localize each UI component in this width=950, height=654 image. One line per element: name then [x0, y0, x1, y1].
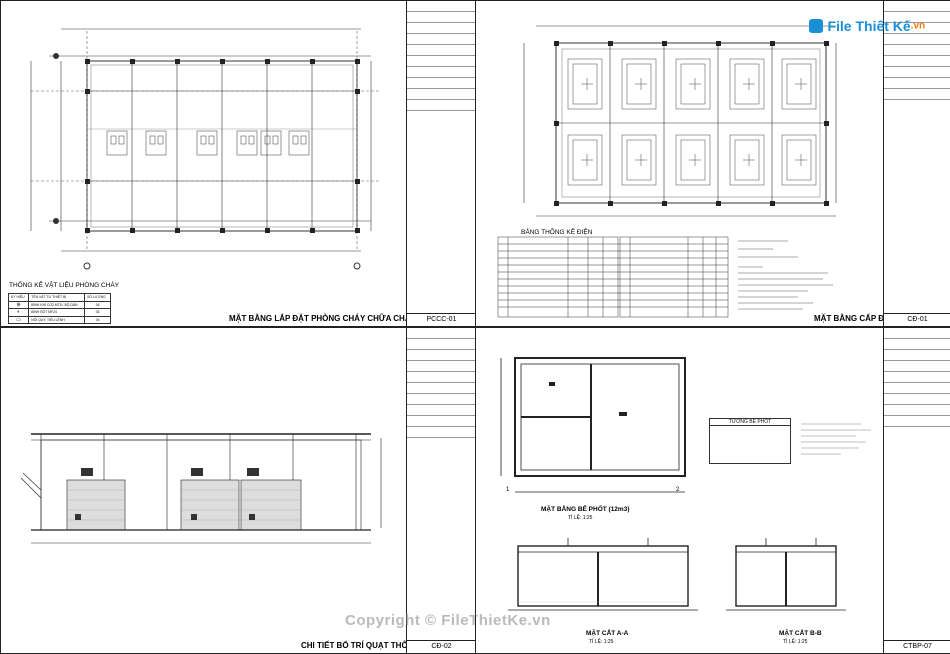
fire-title-block: PCCC-01: [406, 1, 476, 326]
sheet-electrical: BẢNG THỐNG KÊ ĐIỆN MẶT BẰNG CẤP ĐIỆN CĐ-…: [475, 0, 950, 327]
table-cell: NỘI QUY, TIÊU LỆNH: [28, 315, 86, 324]
fire-drawing-code: PCCC-01: [407, 313, 476, 323]
elec-title-block: CĐ-01: [883, 1, 950, 326]
sheet-septic-tank: 1 2 MẶT BẰNG BỂ PHỐT (12m3) TỈ LỆ: 1:25 …: [475, 327, 950, 654]
axis-2-label: 2: [676, 487, 680, 493]
wc-drawing-code: CĐ-02: [407, 640, 476, 650]
section-a-title: MẶT CẮT A-A: [586, 630, 629, 637]
elec-sheet-title: MẶT BẰNG CẤP ĐIỆN: [814, 314, 898, 323]
septic-plan-drawing: [500, 357, 686, 493]
sheet-fire-protection: THỐNG KÊ VẬT LIỆU PHÒNG CHÁY KÝ HIỆU TÊN…: [0, 0, 476, 327]
table-header: KÝ HIỆU: [7, 293, 30, 302]
septic-drawing-code: CTBP-07: [884, 640, 950, 650]
section-a-scale: TỈ LỆ: 1:25: [589, 639, 614, 645]
table-cell: 04: [84, 308, 111, 317]
fire-stats-table: KÝ HIỆU TÊN VẬT TƯ THIẾT BỊ SỐ LƯỢNG ⊕ B…: [7, 293, 111, 324]
septic-plan-title: MẶT BẰNG BỂ PHỐT (12m3): [541, 506, 630, 513]
table-row: KÝ HIỆU TÊN VẬT TƯ THIẾT BỊ SỐ LƯỢNG: [7, 293, 111, 302]
elec-drawing-code: CĐ-01: [884, 313, 950, 323]
table-row: ⊕ BÌNH KHÍ CO2 MT5 / BỘ DÁN 04: [7, 300, 111, 309]
axis-1-label: 1: [506, 487, 510, 493]
septic-note-box: TƯỜNG BỂ PHỐT: [709, 418, 791, 464]
septic-notes-lines: [801, 423, 871, 455]
table-cell: ▭: [7, 315, 30, 324]
logo-icon: [809, 18, 823, 33]
table-header: TÊN VẬT TƯ THIẾT BỊ: [28, 293, 86, 302]
sheet-wc-ventilation: CHI TIẾT BỐ TRÍ QUẠT THÔNG GIÓ WC CĐ-02: [0, 327, 476, 654]
section-b-title: MẶT CẮT B-B: [779, 630, 822, 637]
wc-sheet-title: CHI TIẾT BỐ TRÍ QUẠT THÔNG GIÓ WC: [301, 641, 453, 650]
copyright-watermark: Copyright © FileThietKe.vn: [345, 612, 551, 629]
septic-note-title: TƯỜNG BỂ PHỐT: [710, 419, 790, 426]
table-header: SỐ LƯỢNG: [84, 293, 111, 302]
elec-stats-title: BẢNG THỐNG KÊ ĐIỆN: [521, 229, 593, 236]
septic-plan-scale: TỈ LỆ: 1:25: [568, 515, 593, 521]
septic-section-b-drawing: [726, 538, 846, 611]
table-cell: 04: [84, 300, 111, 309]
logo-text: File Thiết Kế: [827, 17, 911, 34]
septic-section-a-drawing: [508, 538, 698, 611]
elec-stats-table: [497, 236, 729, 318]
table-cell: BÌNH BỘT MFZ4: [28, 308, 86, 317]
elec-plan-drawing: [523, 25, 837, 217]
site-logo: File Thiết Kế.vn: [809, 17, 925, 35]
septic-title-block: CTBP-07: [883, 328, 950, 653]
table-cell: 04: [84, 315, 111, 324]
wc-elevation-drawing: [20, 433, 382, 544]
fire-plan-drawing: [30, 28, 381, 270]
elec-notes: [738, 240, 833, 310]
table-cell: BÌNH KHÍ CO2 MT5 / BỘ DÁN: [28, 300, 86, 309]
logo-suffix: .vn: [910, 20, 926, 32]
table-cell: ⊕: [7, 300, 30, 309]
wc-title-block: CĐ-02: [406, 328, 476, 653]
section-b-scale: TỈ LỆ: 1:25: [783, 639, 808, 645]
fire-sheet-title: MẶT BẰNG LẮP ĐẶT PHÒNG CHÁY CHỮA CHÁY: [229, 314, 416, 323]
table-cell: ◐: [7, 308, 30, 317]
fire-stats-title: THỐNG KÊ VẬT LIỆU PHÒNG CHÁY: [9, 282, 120, 289]
table-row: ▭ NỘI QUY, TIÊU LỆNH 04: [7, 315, 111, 324]
table-row: ◐ BÌNH BỘT MFZ4 04: [7, 308, 111, 317]
